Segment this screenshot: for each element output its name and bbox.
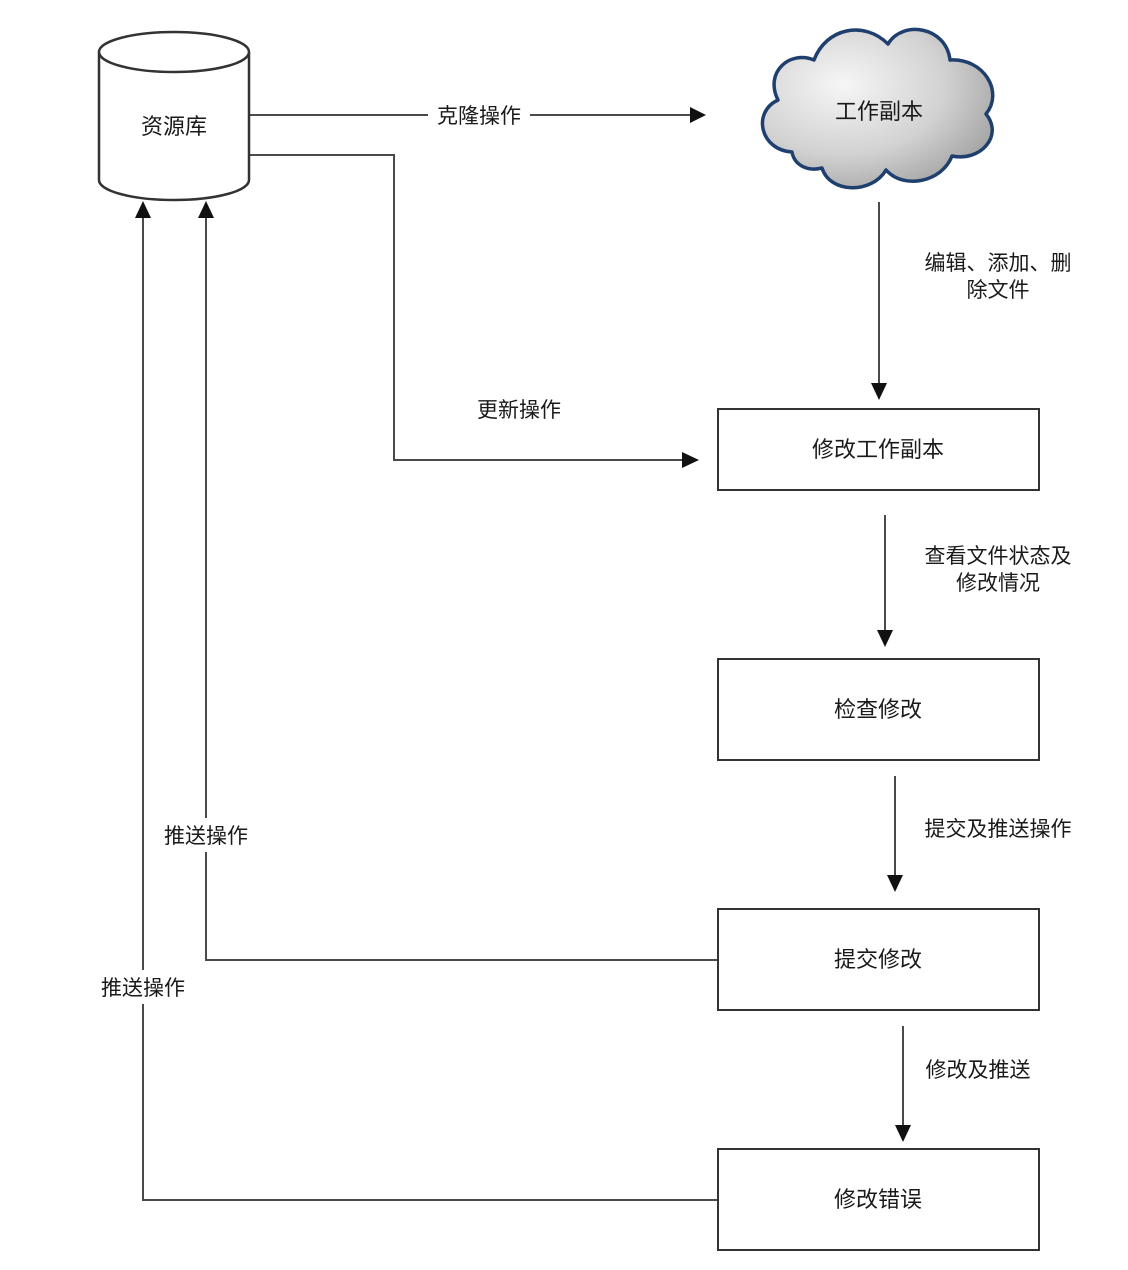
edge-push-fix-label: 推送操作 [101, 976, 185, 1000]
edge-push-commit-arrowhead [198, 201, 214, 218]
edge-fix-push-arrowhead [895, 1125, 911, 1142]
edge-update-arrowhead [682, 452, 699, 468]
working-copy-label: 工作副本 [835, 100, 923, 125]
edge-clone-arrowhead [690, 107, 706, 123]
edge-edit-label-line2: 除文件 [967, 278, 1030, 302]
edge-view-status-label-line1: 查看文件状态及 [925, 544, 1072, 568]
edge-update-line [249, 154, 682, 461]
edge-view-status-arrowhead [877, 630, 893, 647]
edge-push-fix-line [142, 218, 718, 1201]
edge-clone-label: 克隆操作 [437, 104, 521, 128]
modify-working-copy-label: 修改工作副本 [812, 438, 944, 463]
repository-node: 资源库 [97, 30, 251, 202]
working-copy-node: 工作副本 [760, 27, 995, 190]
edge-push-commit-label: 推送操作 [164, 824, 248, 848]
edge-edit-arrowhead [871, 383, 887, 400]
edge-push-commit-line [205, 218, 718, 961]
edge-commit-push-arrowhead [887, 875, 903, 892]
edge-update-label: 更新操作 [477, 398, 561, 422]
label-bg-push-fix [93, 970, 193, 1004]
modify-working-copy-node: 修改工作副本 [717, 408, 1040, 491]
repository-label: 资源库 [141, 115, 207, 140]
edge-edit-label-line1: 编辑、添加、删 [925, 251, 1072, 275]
label-bg-push-commit [156, 818, 256, 852]
edge-push-fix-arrowhead [135, 201, 151, 218]
commit-changes-label: 提交修改 [834, 948, 922, 973]
edge-commit-push-label: 提交及推送操作 [925, 817, 1072, 841]
edge-fix-push-label: 修改及推送 [926, 1058, 1031, 1082]
review-changes-label: 检查修改 [834, 698, 922, 723]
fix-errors-label: 修改错误 [834, 1188, 922, 1213]
commit-changes-node: 提交修改 [717, 908, 1040, 1011]
fix-errors-node: 修改错误 [717, 1148, 1040, 1251]
edge-view-status-label-line2: 修改情况 [956, 571, 1040, 595]
review-changes-node: 检查修改 [717, 658, 1040, 761]
